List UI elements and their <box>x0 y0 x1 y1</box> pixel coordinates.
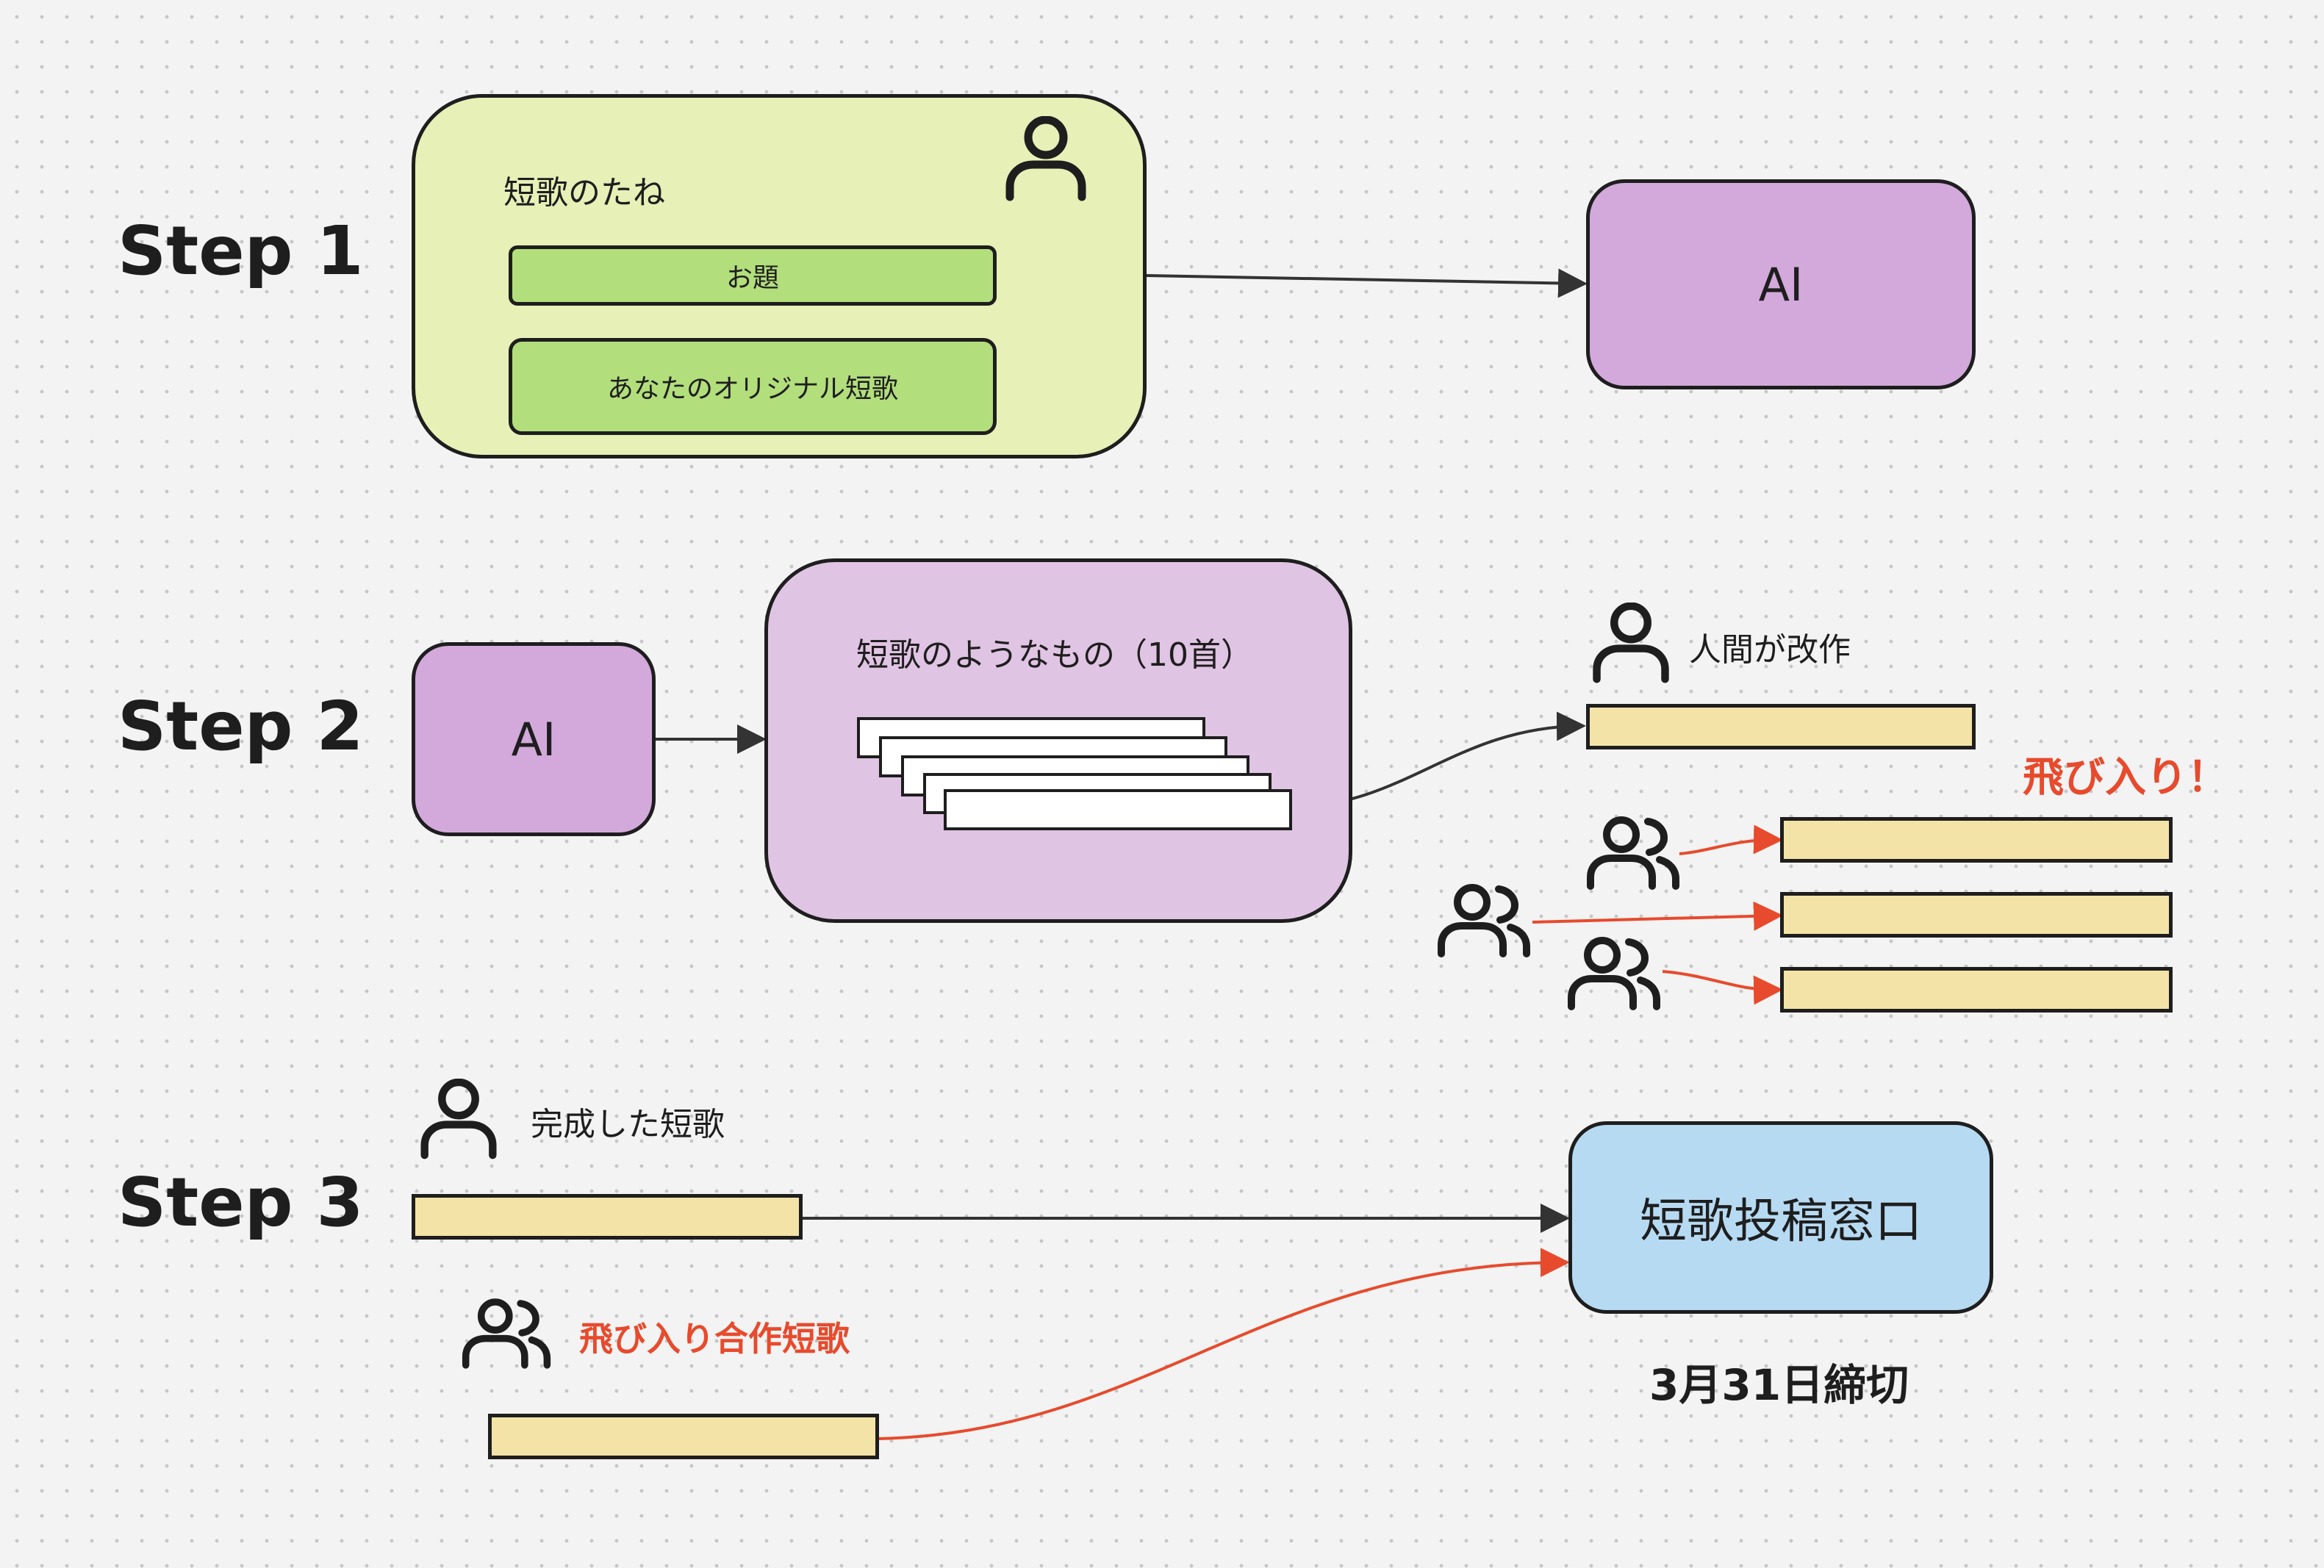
step-3-label: Step 3 <box>118 1163 364 1242</box>
drop-in-label: 飛び入り！ <box>2023 754 2228 802</box>
tanka-sheet[interactable] <box>944 789 1292 830</box>
drop-in-strip-3[interactable] <box>1780 967 2173 1013</box>
topic-field-label: お題 <box>725 263 779 293</box>
person-icon <box>1005 116 1086 201</box>
drop-in-strip-2[interactable] <box>1780 892 2173 938</box>
people-icon <box>1587 816 1679 890</box>
human-edit-strip[interactable] <box>1586 704 1976 749</box>
arrow-joint-to-window[interactable] <box>878 1248 1570 1440</box>
people-icon <box>462 1298 551 1369</box>
completed-tanka-strip[interactable] <box>412 1194 803 1240</box>
ai-node-step2[interactable]: AI <box>412 642 656 836</box>
arrow-dropin-3[interactable] <box>1662 970 1783 1005</box>
tanka-seed-title: 短歌のたね <box>503 174 665 212</box>
completed-tanka-label: 完成した短歌 <box>531 1106 725 1143</box>
person-icon <box>420 1079 497 1159</box>
original-tanka-field[interactable]: あなたのオリジナル短歌 <box>509 338 997 435</box>
ai-node-step2-label: AI <box>511 712 556 766</box>
drop-in-strip-1[interactable] <box>1780 817 2173 863</box>
tanka-like-group-title: 短歌のようなもの（10首） <box>856 636 1253 674</box>
people-icon <box>1568 937 1660 1010</box>
original-tanka-field-label: あなたのオリジナル短歌 <box>606 374 898 404</box>
people-icon <box>1438 884 1530 957</box>
ai-node-step1[interactable]: AI <box>1586 179 1976 389</box>
person-icon <box>1593 603 1669 683</box>
arrow-dropin-2[interactable] <box>1532 901 1783 931</box>
arrow-dropin-1[interactable] <box>1679 824 1783 855</box>
ai-node-step1-label: AI <box>1758 257 1804 312</box>
step-1-label: Step 1 <box>118 212 364 290</box>
joint-tanka-label: 飛び入り合作短歌 <box>579 1319 850 1359</box>
tanka-submission-window[interactable]: 短歌投稿窓口 <box>1568 1121 1993 1314</box>
arrow-seed-to-ai[interactable] <box>1146 268 1588 298</box>
human-edit-label: 人間が改作 <box>1689 631 1851 669</box>
joint-tanka-strip[interactable] <box>488 1414 879 1459</box>
deadline-label: 3月31日締切 <box>1649 1360 1909 1410</box>
step-2-label: Step 2 <box>118 687 364 766</box>
topic-field[interactable]: お題 <box>509 245 997 306</box>
tanka-submission-window-label: 短歌投稿窓口 <box>1640 1195 1922 1249</box>
